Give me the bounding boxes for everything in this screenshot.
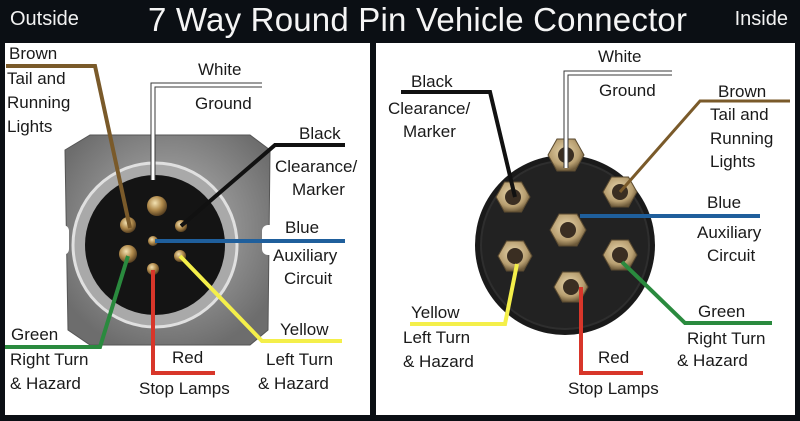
inside-brown-function-3: Lights [710,152,756,171]
outside-black-function-1: Clearance/ [275,157,358,176]
outside-yellow-function-1: Left Turn [266,350,334,369]
inside-brown-function-1: Tail and [710,105,769,124]
inside-black-wire [401,90,517,198]
outside-blue-function-2: Circuit [284,269,333,288]
outside-red-wire [151,270,215,375]
inside-green-label: Green [698,302,746,321]
inside-red-wire [579,287,643,375]
inside-red-label: Red [598,348,630,367]
inside-brown-function-2: Running [710,129,774,148]
inside-yellow-label: Yellow [411,303,460,322]
diagram-title: 7 Way Round Pin Vehicle Connector [148,1,688,38]
inside-yellow-wire [410,263,519,326]
outside-brown-label: Brown [9,44,58,63]
outside-red-function: Stop Lamps [139,379,230,398]
outside-white-label: White [198,60,242,79]
outside-blue-function-1: Auxiliary [273,246,338,265]
inside-black-function-1: Clearance/ [388,99,471,118]
inside-black-label: Black [411,72,453,91]
outside-black-label: Black [299,124,341,143]
outside-black-wire [179,143,345,228]
inside-white-function: Ground [599,81,656,100]
outside-yellow-function-2: & Hazard [258,374,329,393]
inside-yellow-function-2: & Hazard [403,352,474,371]
inside-yellow-function-1: Left Turn [403,328,471,347]
inside-view-label: Inside [734,8,788,30]
inside-blue-function-1: Auxiliary [697,223,762,242]
inside-blue-label: Blue [707,193,742,212]
outside-red-label: Red [172,348,204,367]
outside-green-function-2: & Hazard [10,374,81,393]
inside-white-label: White [598,47,642,66]
outside-brown-wire [6,64,132,229]
inside-green-function-1: Right Turn [687,329,766,348]
inside-blue-function-2: Circuit [707,246,756,265]
inside-black-function-2: Marker [403,122,456,141]
inside-green-function-2: & Hazard [677,351,748,370]
outside-black-function-2: Marker [292,180,345,199]
outside-yellow-label: Yellow [280,320,329,339]
outside-green-label: Green [11,325,59,344]
outside-brown-function-2: Running [7,93,71,112]
outside-brown-function-3: Lights [7,117,53,136]
outside-view-label: Outside [10,8,79,30]
inside-green-wire [620,260,772,325]
outside-green-function-1: Right Turn [10,350,89,369]
outside-yellow-wire [178,254,342,343]
inside-brown-wire [618,99,790,193]
outside-brown-function-1: Tail and [7,69,66,88]
inside-red-function: Stop Lamps [568,379,659,398]
outside-white-function: Ground [195,94,252,113]
outside-green-wire [5,255,130,349]
inside-brown-label: Brown [718,82,767,101]
outside-blue-label: Blue [285,218,320,237]
header-bar: Outside 7 Way Round Pin Vehicle Connecto… [0,0,800,42]
